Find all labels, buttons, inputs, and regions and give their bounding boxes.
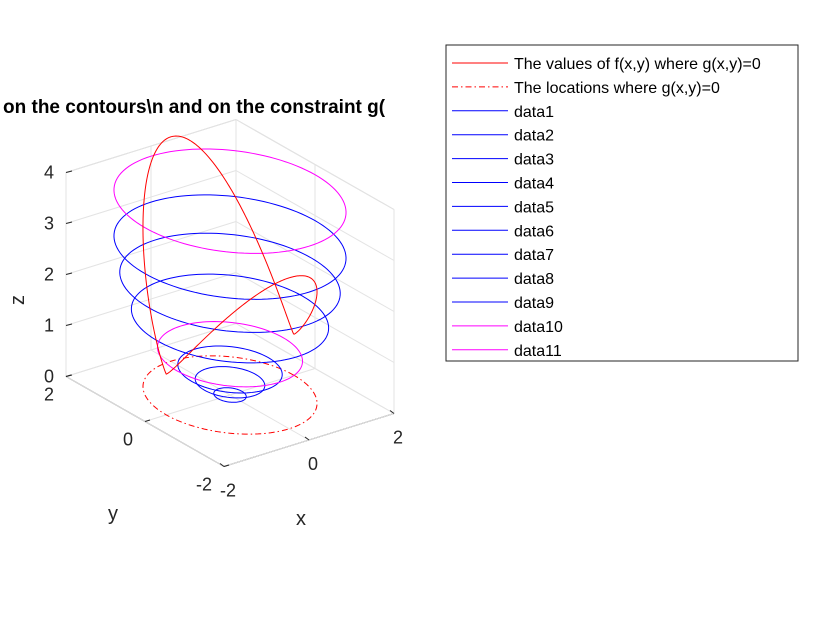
- legend-item-label: data2: [514, 128, 554, 145]
- legend-item-label: data11: [514, 343, 562, 360]
- x-tick-mark: [389, 410, 395, 414]
- z-tick-mark: [65, 323, 73, 326]
- y-tick-mark: [144, 419, 151, 422]
- legend-item-label: data1: [514, 104, 554, 121]
- z-tick-mark: [65, 170, 73, 173]
- contour-data1: [213, 387, 247, 403]
- f-values-curve: [142, 135, 318, 375]
- y-tick-label: 2: [44, 385, 54, 405]
- y-axis-label: y: [108, 503, 118, 525]
- legend-item-label: The values of f(x,y) where g(x,y)=0: [514, 56, 761, 73]
- contour-data10: [156, 321, 304, 388]
- z-tick-label: 3: [44, 214, 54, 234]
- z-tick-label: 0: [44, 367, 54, 387]
- x-tick-label: -2: [220, 481, 236, 501]
- legend-item-label: data7: [514, 247, 554, 264]
- constraint-circle: [142, 355, 318, 435]
- axes-grid: [65, 119, 395, 467]
- contour-data4: [130, 273, 330, 364]
- y-tick-label: 0: [123, 430, 133, 450]
- contour-data11: [113, 148, 347, 254]
- legend-item-label: data4: [514, 176, 554, 193]
- x-tick-mark: [304, 436, 310, 441]
- z-tick-mark: [65, 272, 73, 275]
- legend-item-label: data6: [514, 223, 554, 240]
- x-tick-mark: [219, 463, 225, 467]
- x-tick-label: 0: [308, 454, 318, 474]
- y-tick-mark: [223, 464, 230, 467]
- legend-item-label: data3: [514, 152, 554, 169]
- grid-line: [144, 368, 316, 422]
- x-tick-label: 2: [393, 428, 403, 448]
- z-tick-label: 1: [44, 316, 54, 336]
- legend-item-label: data5: [514, 199, 554, 216]
- z-tick-mark: [65, 221, 73, 224]
- chart-title: on the contours\n and on the constraint …: [3, 97, 386, 118]
- legend-box: [445, 44, 799, 362]
- legend-item-label: data8: [514, 271, 554, 288]
- z-tick-label: 4: [44, 163, 54, 183]
- legend-item-label: data10: [514, 319, 563, 336]
- plot-data: [113, 135, 347, 435]
- contour-data3: [177, 345, 283, 394]
- z-tick-label: 2: [44, 265, 54, 285]
- grid-line: [65, 323, 237, 377]
- x-axis-label: x: [296, 508, 306, 530]
- contour-data6: [113, 194, 347, 300]
- y-tick-label: -2: [196, 475, 212, 495]
- axes-box: [65, 119, 395, 467]
- contour-data5: [119, 232, 341, 333]
- legend-item-label: data9: [514, 295, 554, 312]
- z-axis-label: z: [7, 295, 29, 305]
- y-tick-mark: [65, 374, 72, 377]
- legend-item-label: The locations where g(x,y)=0: [514, 80, 720, 97]
